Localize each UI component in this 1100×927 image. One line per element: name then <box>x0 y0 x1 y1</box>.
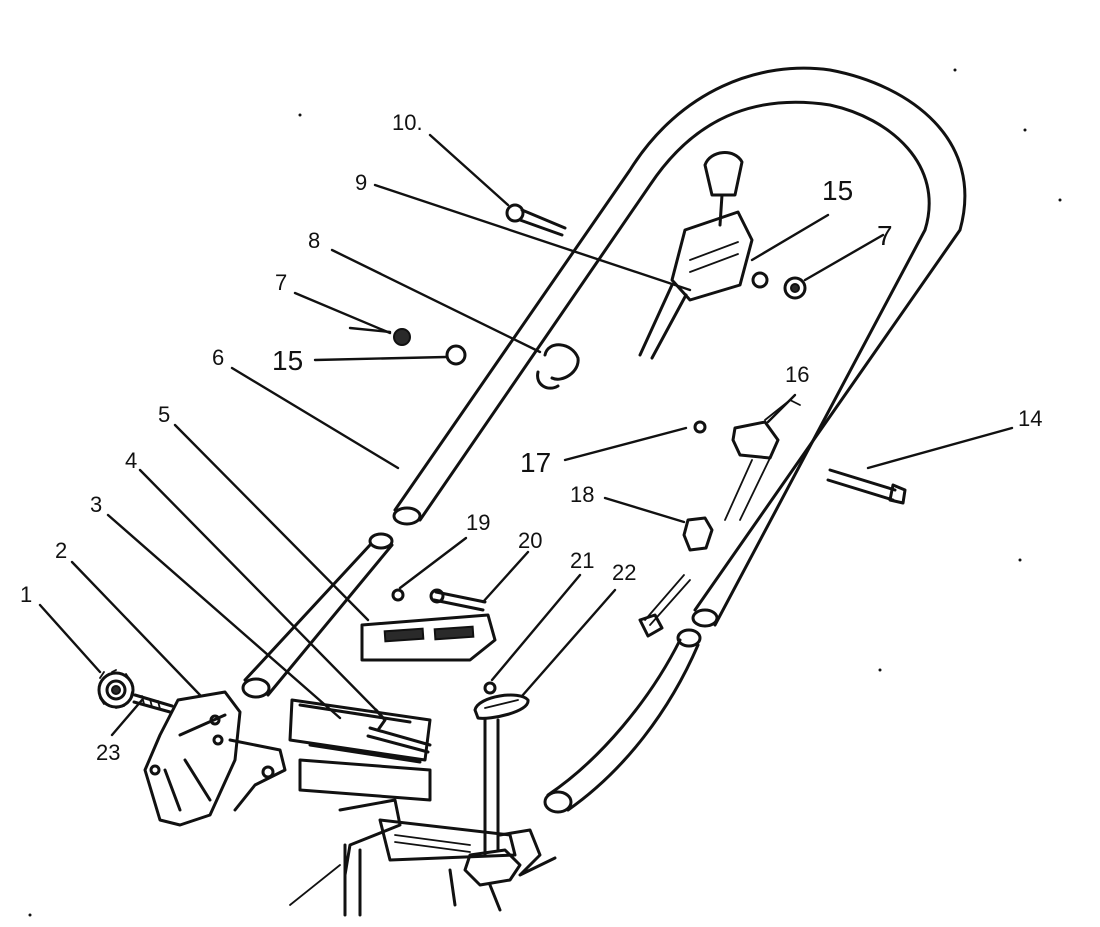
label-part-10: 10. <box>392 110 423 135</box>
small-hardware <box>391 276 807 695</box>
right-lower-handle <box>543 628 702 814</box>
label-part-4: 4 <box>125 448 137 473</box>
label-part-14: 14 <box>1018 406 1042 431</box>
label-part-20: 20 <box>518 528 542 553</box>
cable-lower <box>638 574 691 638</box>
bolt-10 <box>505 203 567 237</box>
bolt-14 <box>826 468 907 505</box>
label-part-23: 23 <box>96 740 120 765</box>
cable-clip-assembly <box>724 398 801 521</box>
label-part-3: 3 <box>90 492 102 517</box>
scan-specks <box>28 68 1062 917</box>
label-part-21: 21 <box>570 548 594 573</box>
bolt-4 <box>366 708 432 754</box>
knob-1 <box>97 669 135 709</box>
label-part-8: 8 <box>308 228 320 253</box>
label-part-19: 19 <box>466 510 490 535</box>
label-part-1: 1 <box>20 582 32 607</box>
part-labels: 1 2 3 4 5 6 7 8 9 10. 15 15 7 16 17 18 1… <box>20 110 1042 765</box>
label-part-15-right: 15 <box>822 175 853 206</box>
leader-lines <box>38 133 1014 737</box>
mower-deck-rear <box>228 718 557 917</box>
shift-control-assembly <box>638 151 769 360</box>
label-part-2: 2 <box>55 538 67 563</box>
label-part-18: 18 <box>570 482 594 507</box>
label-part-16: 16 <box>785 362 809 387</box>
label-part-7-right: 7 <box>877 220 893 251</box>
plate-3 <box>288 698 432 764</box>
label-part-9: 9 <box>355 170 367 195</box>
label-part-6: 6 <box>212 345 224 370</box>
label-part-17: 17 <box>520 447 551 478</box>
clip-22 <box>473 693 530 720</box>
label-part-22: 22 <box>612 560 636 585</box>
label-part-5: 5 <box>158 402 170 427</box>
label-part-7-left: 7 <box>275 270 287 295</box>
left-lower-handle <box>241 532 394 699</box>
bracket-2 <box>143 690 242 827</box>
upper-handle <box>392 66 967 628</box>
bracket-5 <box>360 613 497 662</box>
label-part-15-left: 15 <box>272 345 303 376</box>
bolt-20 <box>429 588 487 612</box>
